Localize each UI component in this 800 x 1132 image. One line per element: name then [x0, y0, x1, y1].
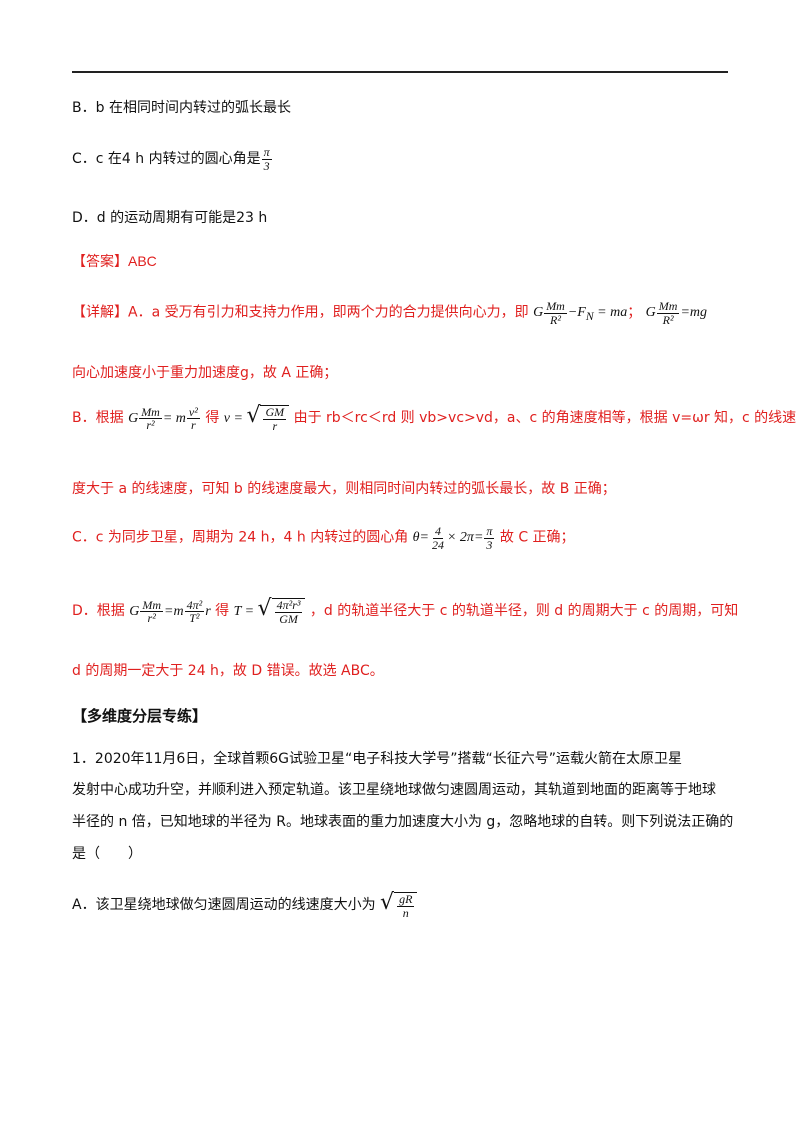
explain-6-mid: 得 [215, 602, 230, 619]
explain-line-2: 向心加速度小于重力加速度g，故 A 正确； [72, 365, 338, 381]
q1-line-1: 1．2020年11月6日，全球首颗6G试验卫星“电子科技大学号”搭载“长征六号”… [72, 751, 683, 767]
explain-3-pre: B．根据 [72, 409, 124, 426]
q1-line-2: 发射中心成功升空，并顺利进入预定轨道。该卫星绕地球做匀速圆周运动，其轨道到地面的… [72, 782, 716, 798]
explain-3-mid: 得 [205, 409, 220, 426]
explain-1-text: 【详解】A．a 受万有引力和支持力作用，即两个力的合力提供向心力，即 [72, 304, 529, 321]
explain-6-post: ，d 的轨道半径大于 c 的轨道半径，则 d 的周期大于 c 的周期，可知 [309, 602, 739, 619]
explain-line-4: 度大于 a 的线速度，可知 b 的线速度最大，则相同时间内转过的弧长最长，故 B… [72, 481, 616, 497]
explain-1-sep: ； [627, 304, 642, 321]
q1-option-a-text: A．该卫星绕地球做匀速圆周运动的线速度大小为 [72, 896, 376, 913]
option-b: B．b 在相同时间内转过的弧长最长 [72, 100, 291, 116]
option-d: D．d 的运动周期有可能是23 h [72, 210, 268, 226]
header-rule [72, 71, 728, 73]
q1-line-3: 半径的 n 倍，已知地球的半径为 R。地球表面的重力加速度大小为 g，忽略地球的… [72, 814, 734, 830]
q1-line-4: 是（ ） [72, 846, 142, 862]
explain-line-7: d 的周期一定大于 24 h，故 D 错误。故选 ABC。 [72, 663, 384, 679]
answer-line: 【答案】ABC [72, 253, 157, 269]
explain-3-post: 由于 rb＜rc＜rd 则 vb>vc>vd，a、c 的角速度相等，根据 v=ω… [293, 409, 797, 426]
section-title: 【多维度分层专练】 [72, 707, 208, 725]
option-c-text: C．c 在4 h 内转过的圆心角是 [72, 151, 261, 168]
explain-5-post: 故 C 正确； [499, 529, 575, 546]
explain-5-pre: C．c 为同步卫星，周期为 24 h，4 h 内转过的圆心角 [72, 529, 409, 546]
explain-6-pre: D．根据 [72, 602, 125, 619]
